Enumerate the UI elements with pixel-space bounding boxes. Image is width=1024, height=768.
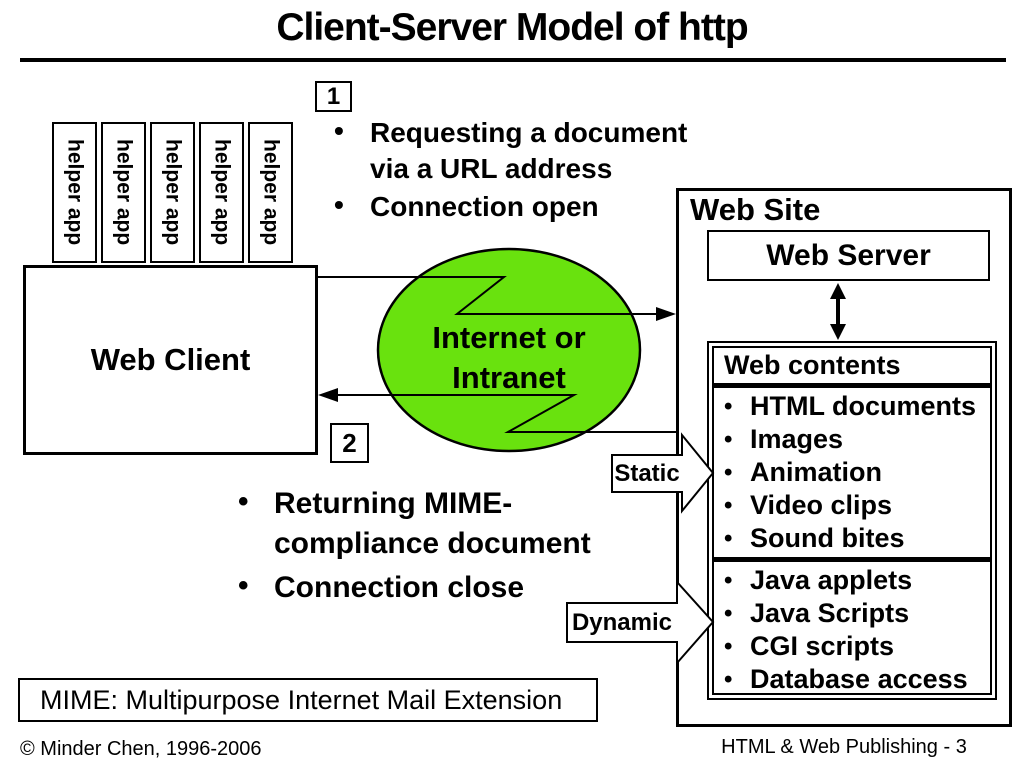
dynamic-arrow-label: Dynamic (571, 608, 673, 636)
list-item: Java applets (714, 564, 990, 597)
helper-app-box: helper app (101, 122, 146, 263)
web-server-box: Web Server (707, 230, 990, 281)
title-divider (20, 58, 1006, 62)
list-item: Sound bites (714, 522, 990, 555)
mime-note-text: MIME: Multipurpose Internet Mail Extensi… (40, 684, 563, 715)
list-item: Images (714, 423, 990, 456)
web-client-box: Web Client (23, 265, 318, 455)
request-arrowhead-icon (656, 307, 676, 321)
helper-app-box: helper app (52, 122, 97, 263)
list-item: CGI scripts (714, 630, 990, 663)
internet-label-line1: Internet or (432, 320, 586, 355)
list-item: HTML documents (714, 390, 990, 423)
step-2-bullets: Returning MIME-compliance document Conne… (232, 482, 640, 612)
helper-app-box: helper app (199, 122, 244, 263)
helper-app-label: helper app (112, 139, 136, 246)
step-1-bullets: Requesting a document via a URL address … (328, 113, 700, 228)
bullet-item: Connection open (328, 187, 700, 225)
internet-label: Internet or Intranet (379, 318, 639, 397)
static-contents-list: HTML documents Images Animation Video cl… (714, 388, 990, 557)
list-item: Animation (714, 456, 990, 489)
step-2-badge: 2 (330, 423, 369, 463)
request-arrow-line (318, 276, 662, 315)
page-title: Client-Server Model of http (276, 6, 748, 49)
list-item: Database access (714, 663, 990, 693)
bullet-item: Connection close (232, 566, 640, 608)
contents-divider-top (714, 383, 990, 388)
copyright-text: © Minder Chen, 1996-2006 (20, 738, 262, 760)
slide-footer-page: HTML & Web Publishing - 3 (721, 736, 967, 758)
helper-app-label: helper app (63, 139, 87, 246)
web-contents-box: Web contents HTML documents Images Anima… (707, 341, 997, 700)
helper-app-label: helper app (161, 139, 185, 246)
web-client-label: Web Client (90, 342, 251, 377)
internet-label-line2: Intranet (452, 359, 566, 395)
return-arrow-line (334, 394, 676, 433)
helper-app-box: helper app (150, 122, 195, 263)
bullet-item: Returning MIME-compliance document (232, 482, 640, 564)
mime-note-box: MIME: Multipurpose Internet Mail Extensi… (18, 678, 598, 722)
dynamic-contents-list: Java applets Java Scripts CGI scripts Da… (714, 562, 990, 693)
list-item: Video clips (714, 489, 990, 522)
web-server-label: Web Server (766, 238, 931, 272)
web-contents-inner-box: Web contents HTML documents Images Anima… (712, 346, 992, 695)
list-item: Java Scripts (714, 597, 990, 630)
bullet-item: Requesting a document via a URL address (328, 113, 700, 186)
helper-app-box: helper app (248, 122, 293, 263)
web-site-label: Web Site (690, 192, 821, 227)
return-arrowhead-icon (318, 388, 338, 402)
contents-divider-middle (714, 557, 990, 562)
static-arrow-label: Static (614, 459, 680, 487)
helper-app-label: helper app (259, 139, 283, 246)
helper-app-stack: helper app helper app helper app helper … (52, 122, 293, 263)
web-contents-header: Web contents (724, 350, 901, 380)
helper-app-label: helper app (210, 139, 234, 246)
step-1-badge: 1 (315, 81, 352, 112)
